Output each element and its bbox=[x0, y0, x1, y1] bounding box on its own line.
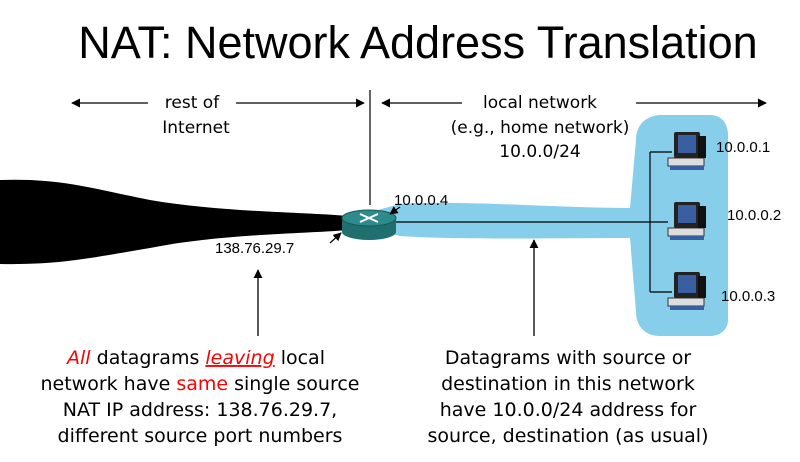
right-note-line4: source, destination (as usual) bbox=[428, 425, 709, 447]
emphasis-all: All bbox=[65, 347, 91, 369]
emphasis-leaving: leaving bbox=[205, 347, 274, 369]
host2-ip: 10.0.0.2 bbox=[727, 207, 781, 224]
right-note-line2: destination in this network bbox=[441, 373, 695, 395]
nat-router-icon bbox=[341, 209, 397, 240]
host-computer-icon bbox=[667, 202, 706, 240]
rest-of-internet-label-2: Internet bbox=[162, 118, 230, 138]
page-title: NAT: Network Address Translation bbox=[78, 17, 757, 68]
right-note-line1: Datagrams with source or bbox=[445, 347, 691, 369]
local-network-prefix-label: 10.0.0/24 bbox=[499, 142, 580, 162]
router-public-ip-arrow bbox=[329, 232, 342, 244]
emphasis-same: same bbox=[176, 373, 228, 395]
host-computer-icon bbox=[667, 272, 706, 310]
internet-cloud bbox=[0, 179, 348, 265]
left-note-line4: different source port numbers bbox=[58, 425, 343, 447]
local-network-example-label: (e.g., home network) bbox=[451, 118, 630, 138]
left-note-line2: network have same single source bbox=[40, 373, 359, 395]
local-network-label: local network bbox=[483, 93, 597, 113]
right-note-line3: have 10.0.0/24 address for bbox=[440, 399, 697, 421]
host3-ip: 10.0.0.3 bbox=[721, 288, 775, 305]
rest-of-internet-label: rest of bbox=[165, 93, 220, 113]
host1-ip: 10.0.0.1 bbox=[716, 139, 770, 156]
router-local-ip-arrow bbox=[389, 206, 401, 215]
host-computer-icon bbox=[667, 132, 706, 170]
router-local-ip: 10.0.0.4 bbox=[394, 192, 448, 209]
left-note-line1: All datagrams leaving local bbox=[65, 347, 325, 369]
left-note-line3: NAT IP address: 138.76.29.7, bbox=[63, 399, 337, 421]
local-network-area bbox=[378, 115, 728, 336]
router-public-ip: 138.76.29.7 bbox=[215, 240, 294, 257]
